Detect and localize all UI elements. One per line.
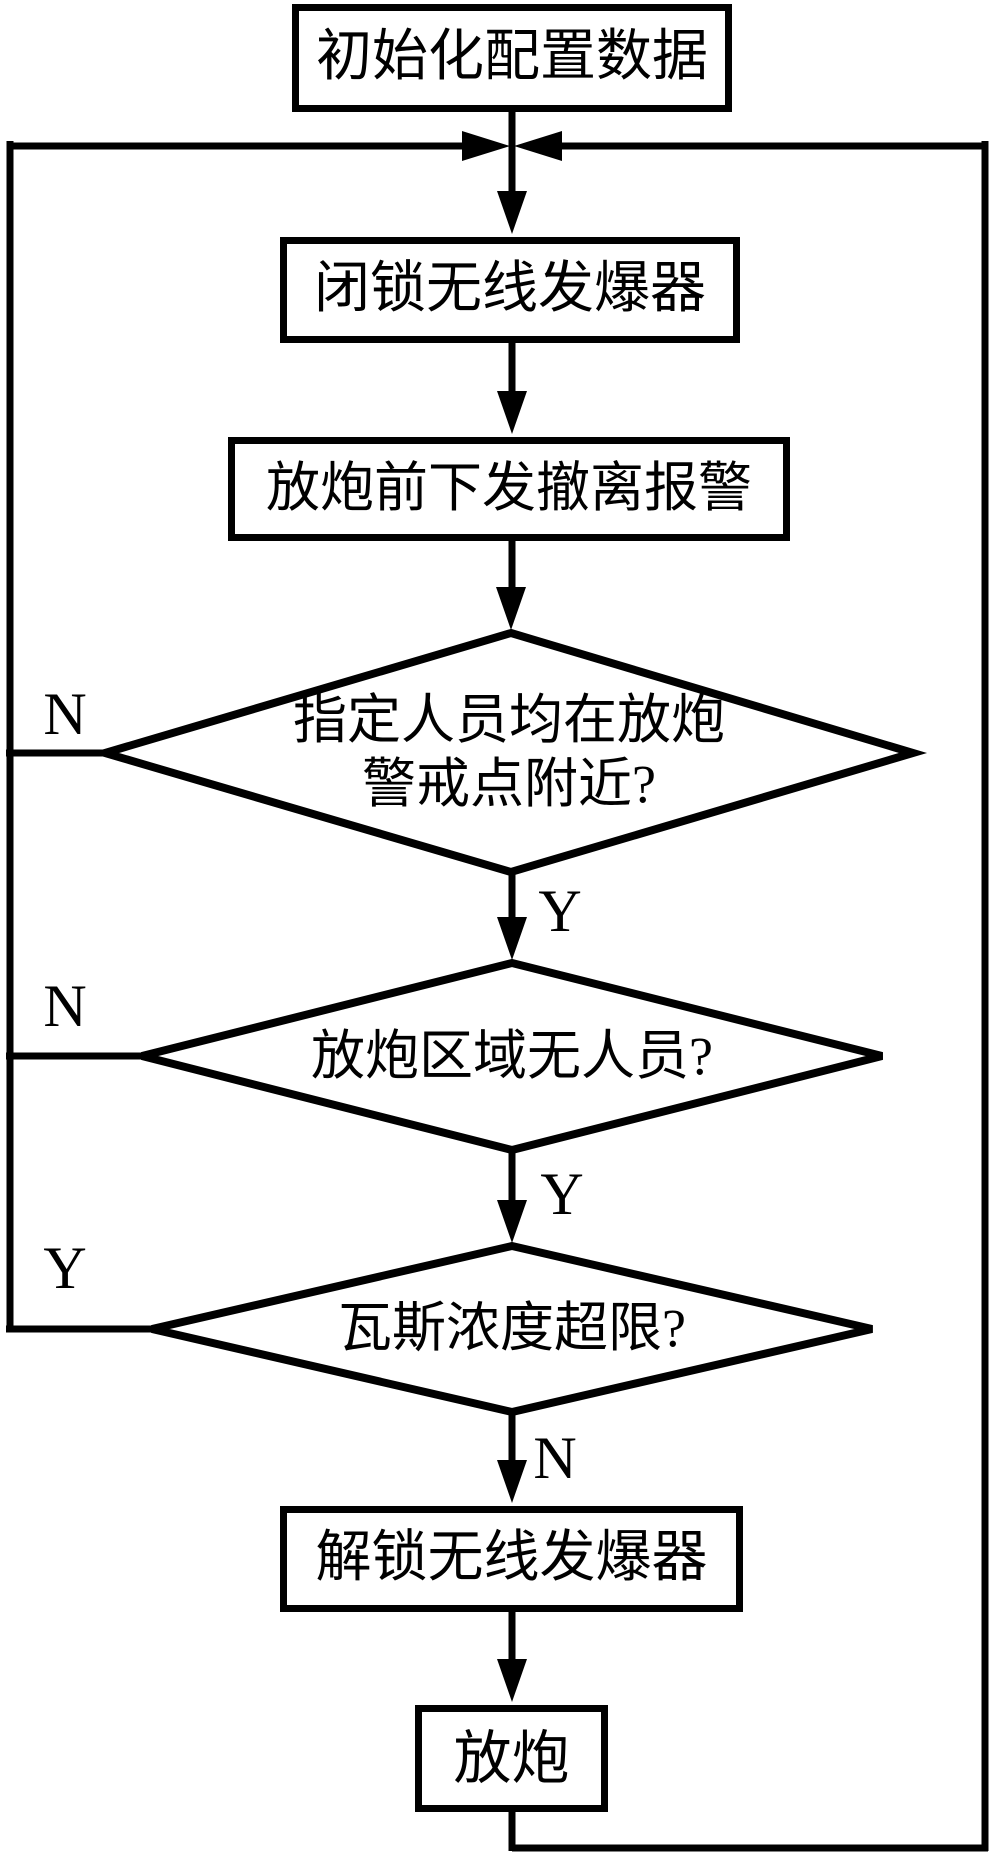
junction-arrowhead-right <box>462 131 510 161</box>
decision1-text-line2: 警戒点附近? <box>362 753 656 814</box>
process-init-config: 初始化配置数据 <box>292 4 732 112</box>
decision2-no-label: N <box>43 972 87 1039</box>
decision3-no-label: N <box>533 1424 577 1491</box>
process-unlock-detonator: 解锁无线发爆器 <box>280 1506 743 1612</box>
arrowhead-into-unlock <box>497 1460 527 1503</box>
decision2-text: 放炮区域无人员? <box>311 1025 713 1086</box>
decision2-area-clear: 放炮区域无人员? <box>142 963 882 1150</box>
decision1-yes-label: Y <box>538 877 582 944</box>
decision3-gas-over-limit: 瓦斯浓度超限? <box>152 1246 872 1412</box>
decision1-text-line1: 指定人员均在放炮 <box>293 689 725 750</box>
process-evacuation-alarm: 放炮前下发撤离报警 <box>228 437 790 541</box>
arrowhead-into-d3 <box>497 1200 527 1243</box>
decision2-yes-label: Y <box>540 1160 584 1227</box>
arrowhead-into-alarm <box>497 391 527 434</box>
arrowhead-into-d2 <box>497 917 527 960</box>
arrowhead-into-lock <box>497 191 527 234</box>
decision1-personnel-at-guard-points: 指定人员均在放炮 警戒点附近? <box>105 633 913 872</box>
arrowhead-into-d1 <box>496 587 526 630</box>
process-blast: 放炮 <box>415 1705 608 1812</box>
decision3-text: 瓦斯浓度超限? <box>338 1298 686 1359</box>
junction-arrowhead-left <box>514 131 562 161</box>
decision3-diamond <box>151 1241 873 1417</box>
decision3-yes-label: Y <box>43 1234 87 1301</box>
process-lock-detonator: 闭锁无线发爆器 <box>280 237 740 343</box>
decision1-no-label: N <box>43 680 87 747</box>
decision2-diamond <box>141 958 883 1155</box>
arrowhead-into-blast <box>497 1659 527 1702</box>
decision1-diamond <box>90 628 928 877</box>
